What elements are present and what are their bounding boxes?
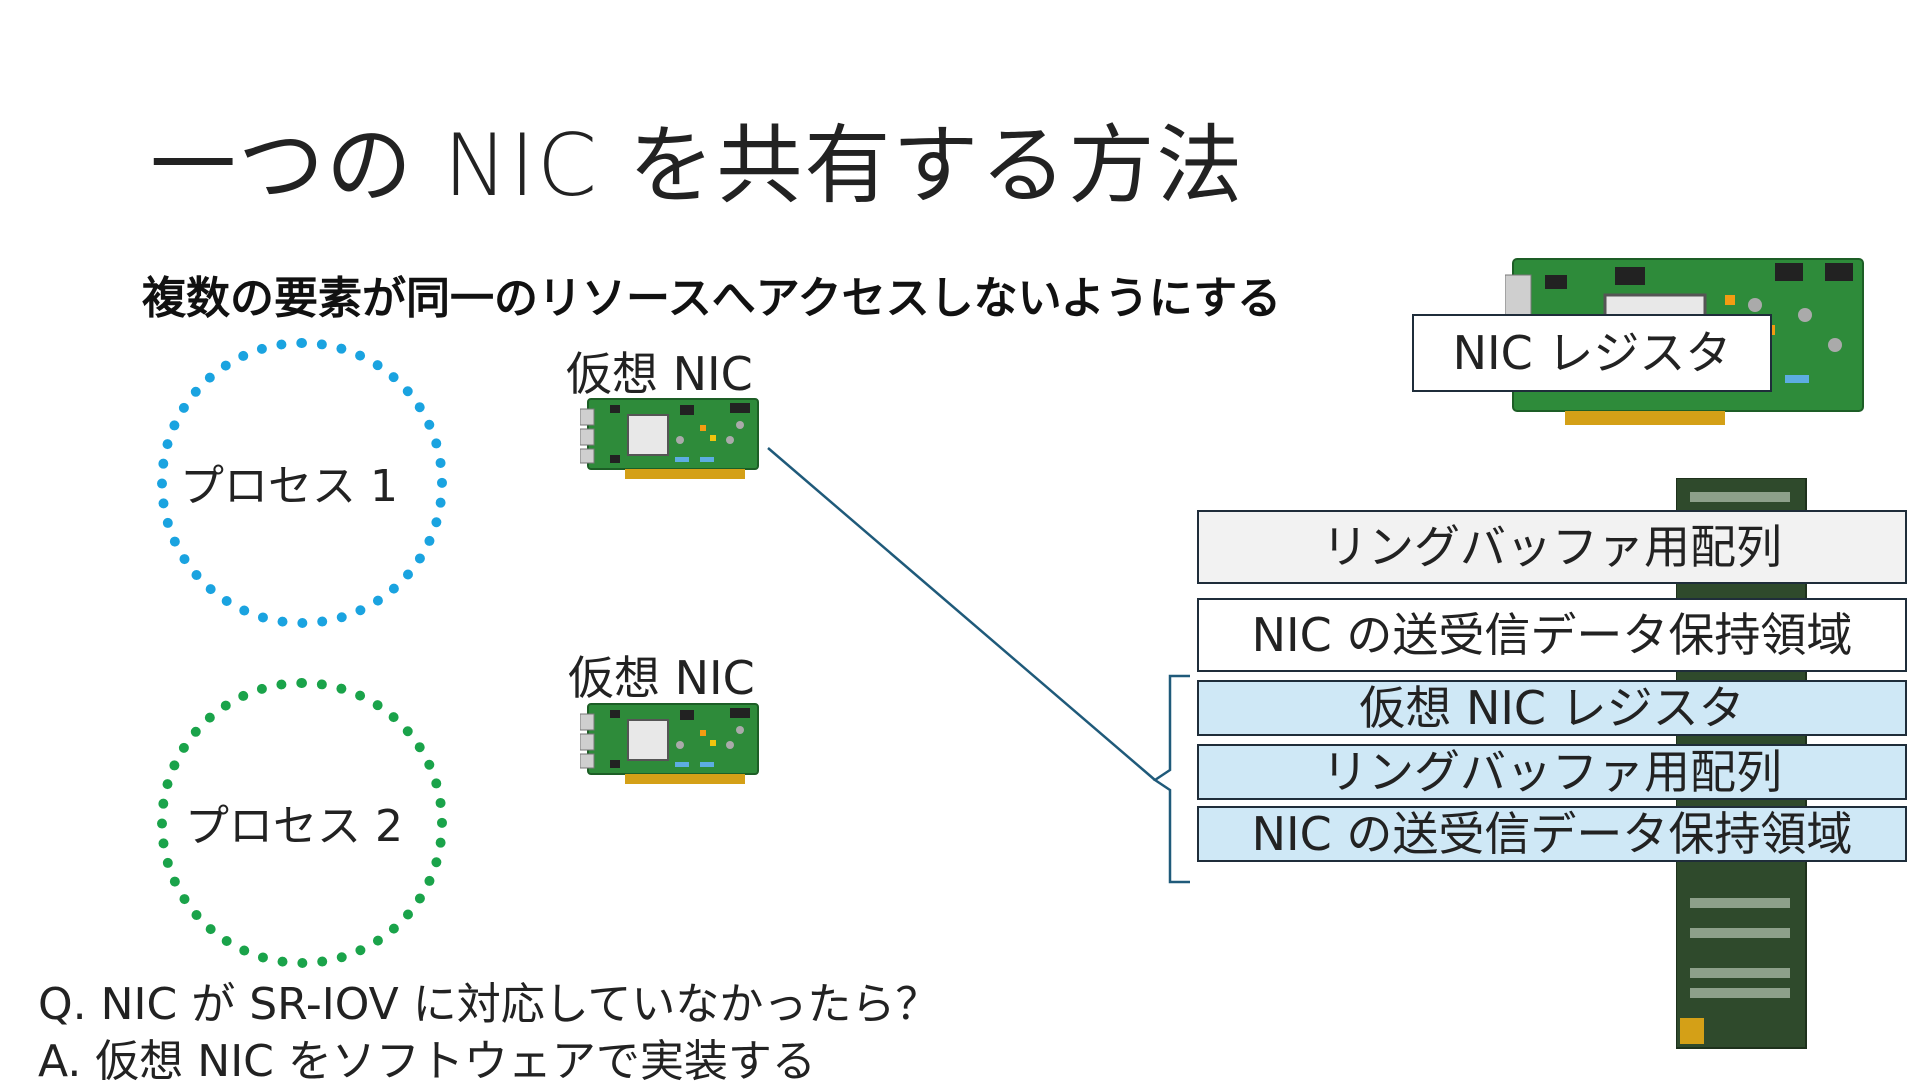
memory-region-virtual-nic-register: 仮想 NIC レジスタ bbox=[1197, 680, 1907, 736]
memory-region-nic-data: NIC の送受信データ保持領域 bbox=[1197, 598, 1907, 672]
virtual-nic-2-card-icon bbox=[580, 703, 759, 784]
slide-subtitle: 複数の要素が同一のリソースへアクセスしないようにする bbox=[142, 273, 1282, 324]
process-1-label: プロセス 1 bbox=[180, 461, 398, 512]
qa-question: Q. NIC が SR-IOV に対応していなかったら？ bbox=[38, 979, 940, 1030]
virtual-nic-1-card-icon bbox=[580, 398, 759, 479]
nic-register-box: NIC レジスタ bbox=[1412, 314, 1772, 392]
process-1-circle bbox=[157, 338, 447, 628]
process-2-label: プロセス 2 bbox=[185, 801, 403, 852]
virtual-nic-1-label: 仮想 NIC bbox=[566, 347, 753, 401]
qa-answer: A. 仮想 NIC をソフトウェアで実装する bbox=[38, 1036, 816, 1087]
memory-region-virtual-ring-buffer: リングバッファ用配列 bbox=[1197, 744, 1907, 800]
slide-title: 一つの NIC を共有する方法 bbox=[150, 116, 1245, 216]
memory-region-virtual-nic-data: NIC の送受信データ保持領域 bbox=[1197, 806, 1907, 862]
memory-region-ring-buffer: リングバッファ用配列 bbox=[1197, 510, 1907, 584]
process-2-circle bbox=[157, 678, 447, 968]
virtual-nic-2-label: 仮想 NIC bbox=[568, 651, 755, 705]
